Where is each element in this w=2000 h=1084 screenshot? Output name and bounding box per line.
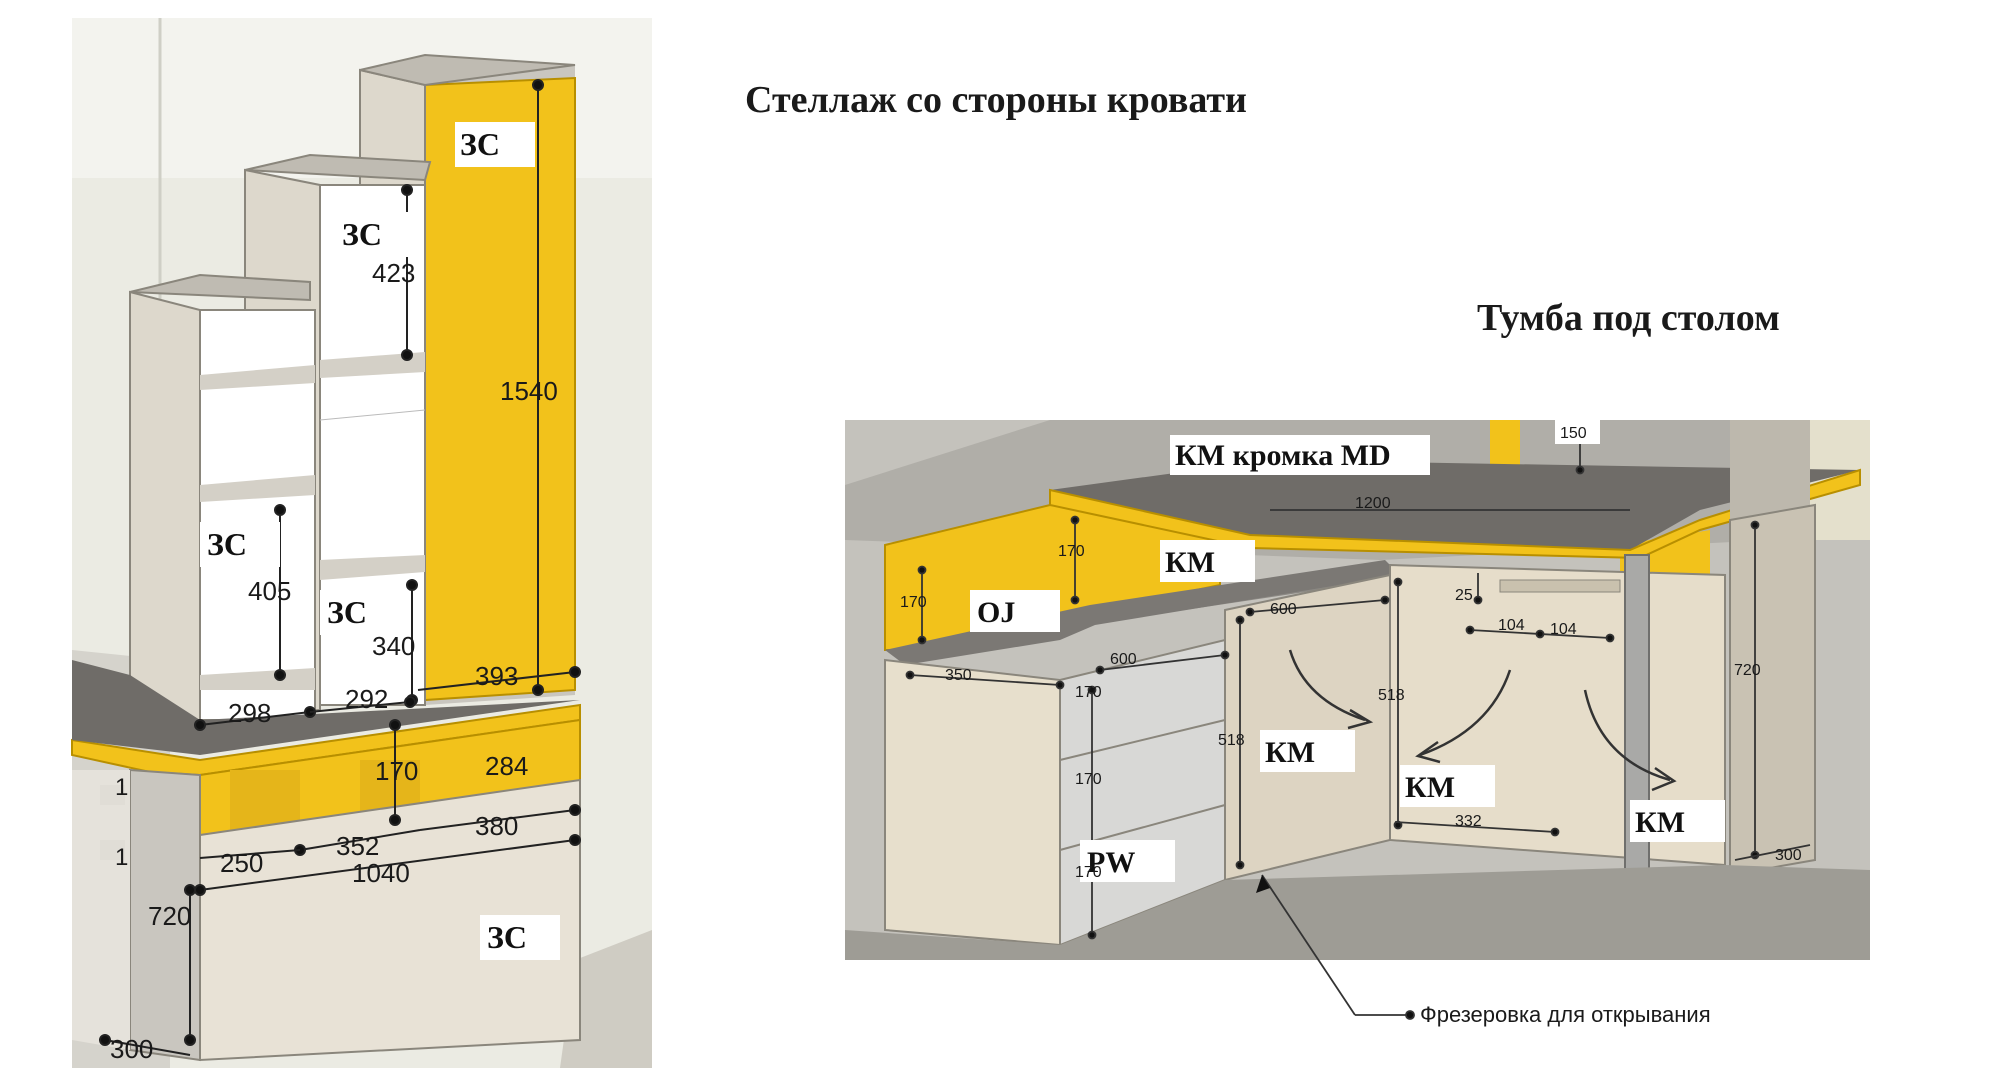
dim-352: 352 (336, 831, 379, 861)
desk-pedestal-figure: КМ кромка MD КМ OJ КМ КМ КМ PW 150 1200 … (845, 420, 1870, 1020)
zc-inner-label: ЗС (327, 594, 367, 630)
desk-dim-170d: 170 (1075, 771, 1102, 788)
desk-dim-600b: 600 (1110, 651, 1137, 668)
desk-dim-104a: 104 (1498, 617, 1525, 634)
dim-1540: 1540 (500, 376, 558, 406)
desk-dim-518a: 518 (1218, 732, 1245, 749)
desk-dim-170c: 170 (1075, 684, 1102, 701)
dim-340: 340 (372, 631, 415, 661)
dim-720: 720 (148, 901, 191, 931)
zc-tall-label: ЗС (460, 126, 500, 162)
desk-top-yellow-edge (1049, 468, 1861, 560)
dim-380: 380 (475, 811, 518, 841)
door-left (1224, 573, 1391, 882)
desk-dim-lines (905, 420, 1811, 1020)
desk-dim-150: 150 (1560, 425, 1587, 442)
zc-middle-label: ЗС (342, 216, 382, 252)
dim-298: 298 (228, 698, 271, 728)
desk-dim-332: 332 (1455, 813, 1482, 830)
dim-284: 284 (485, 751, 528, 781)
dim-250: 250 (220, 848, 263, 878)
desk-dim-350: 350 (945, 667, 972, 684)
dim-405: 405 (248, 576, 291, 606)
desk-dim-170e: 170 (1075, 864, 1102, 881)
shelf-dim-lines (99, 79, 581, 1056)
km-top-label: КМ (1165, 546, 1215, 579)
dim-1040: 1040 (352, 858, 410, 888)
shelving-unit-figure: ЗС ЗС ЗС ЗС ЗС 423 1540 405 340 393 298 … (71, 18, 652, 1068)
desk-dim-25: 25 (1455, 587, 1473, 604)
km-edge-label: КМ кромка MD (1175, 439, 1391, 472)
pw-label: PW (1087, 846, 1135, 879)
left-title: Стеллаж со стороны кровати (745, 79, 1247, 121)
km-door1-label: КМ (1265, 736, 1315, 769)
dim-292: 292 (345, 684, 388, 714)
desk-dim-1200: 1200 (1355, 495, 1391, 512)
door-open-arrows (1288, 649, 1677, 792)
desk-dim-518b: 518 (1378, 687, 1405, 704)
cabinet-top (885, 560, 1400, 665)
dim-170: 170 (375, 756, 418, 786)
dim-1b: 1 (115, 844, 128, 871)
left-column-side (129, 290, 201, 721)
zc-bottom-label: ЗС (487, 919, 527, 955)
desk-top-left (72, 660, 580, 755)
km-door2-label: КМ (1405, 771, 1455, 804)
milling-note: Фрезеровка для открывания (1420, 1002, 1711, 1027)
desk-dim-170b: 170 (900, 594, 927, 611)
desk-top-right (1050, 460, 1860, 550)
km-side-label: КМ (1635, 806, 1685, 839)
zc-left-bg (200, 522, 280, 567)
zc-middle-bg (335, 212, 415, 257)
pedestal-side (884, 658, 1061, 947)
desk-dim-170a: 170 (1058, 543, 1085, 560)
desk-dim-600a: 600 (1270, 601, 1297, 618)
dim-300: 300 (110, 1034, 153, 1064)
dim-423: 423 (372, 258, 415, 288)
oj-label: OJ (977, 596, 1015, 629)
zc-left-label: ЗС (207, 526, 247, 562)
right-title: Тумба под столом (1477, 297, 1780, 339)
dim-1a: 1 (115, 774, 128, 801)
dim-393: 393 (475, 661, 518, 691)
desk-dim-104b: 104 (1550, 621, 1577, 638)
desk-dim-300: 300 (1775, 847, 1802, 864)
zc-tall-bg (455, 122, 535, 167)
zc-bottom-bg (480, 915, 560, 960)
desk-dim-720: 720 (1734, 662, 1761, 679)
zc-inner-bg (320, 590, 400, 635)
